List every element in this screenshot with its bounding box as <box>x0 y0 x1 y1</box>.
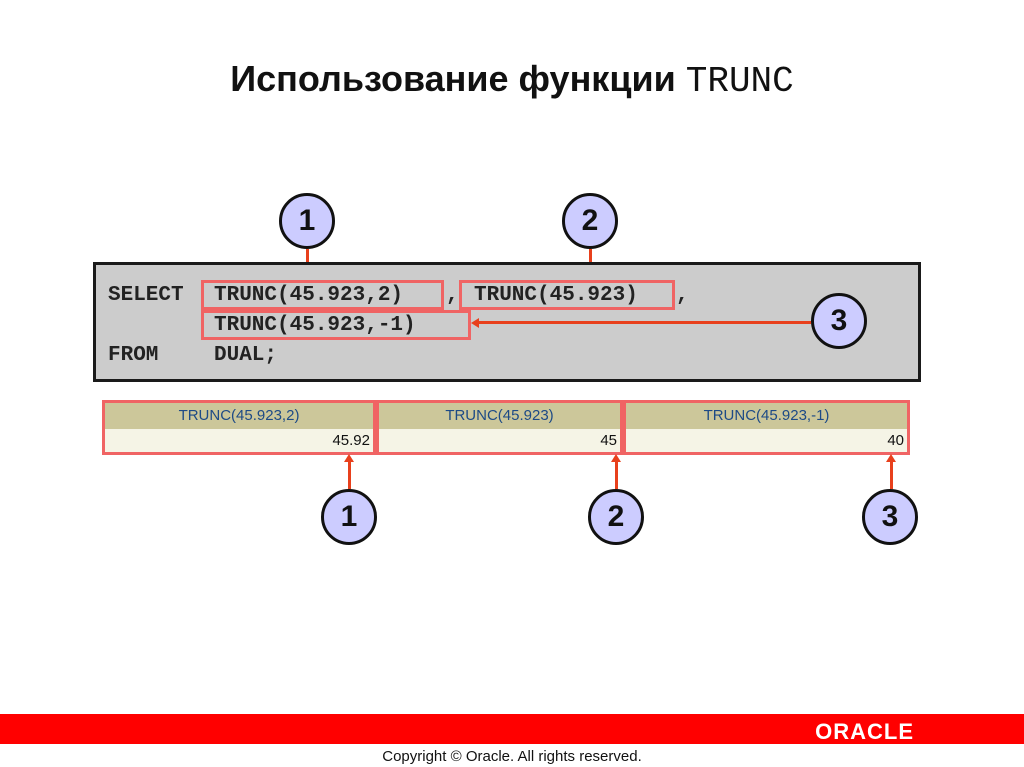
result-column: TRUNC(45.923) 45 <box>376 400 623 455</box>
column-header: TRUNC(45.923,-1) <box>626 403 907 429</box>
highlight-expr3 <box>201 310 471 340</box>
slide-title: Использование функции TRUNC <box>0 58 1024 102</box>
arrow-line <box>589 249 592 273</box>
keyword-from: FROM <box>108 344 159 367</box>
arrow-line <box>306 249 309 273</box>
arrow-line <box>348 461 351 489</box>
cell-value: 45 <box>600 432 617 449</box>
title-text: Использование функции <box>230 58 676 99</box>
oracle-logo: ORACLE <box>815 719 914 744</box>
highlight-expr2 <box>459 280 675 310</box>
column-header: TRUNC(45.923,2) <box>105 403 373 429</box>
callout-2-top: 2 <box>562 193 618 249</box>
arrow-head-icon <box>611 454 621 462</box>
callout-1-bottom: 1 <box>321 489 377 545</box>
expr-trunc-neg1: TRUNC(45.923,-1) <box>214 314 416 337</box>
table-name: DUAL; <box>214 344 278 367</box>
result-column: TRUNC(45.923,-1) 40 <box>623 400 910 455</box>
callout-3-bottom: 3 <box>862 489 918 545</box>
column-header: TRUNC(45.923) <box>379 403 620 429</box>
highlight-expr1 <box>201 280 444 310</box>
cell-value: 45.92 <box>332 432 370 449</box>
result-table: TRUNC(45.923,2) 45.92 TRUNC(45.923) 45 T… <box>102 400 910 455</box>
comma: , <box>676 284 689 307</box>
arrow-head-icon <box>886 454 896 462</box>
sql-code-block: SELECT TRUNC(45.923,2) , TRUNC(45.923) ,… <box>93 262 921 382</box>
keyword-select: SELECT <box>108 284 184 307</box>
footer-bar <box>0 714 1024 744</box>
callout-3-side: 3 <box>811 293 867 349</box>
result-column: TRUNC(45.923,2) 45.92 <box>102 400 376 455</box>
arrow-line <box>478 321 811 324</box>
copyright-text: Copyright © Oracle. All rights reserved. <box>382 748 642 765</box>
expr-trunc: TRUNC(45.923) <box>474 284 638 307</box>
arrow-line <box>615 461 618 489</box>
callout-2-bottom: 2 <box>588 489 644 545</box>
title-code: TRUNC <box>685 61 794 102</box>
arrow-head-icon <box>471 318 479 328</box>
expr-trunc-2: TRUNC(45.923,2) <box>214 284 404 307</box>
callout-1-top: 1 <box>279 193 335 249</box>
arrow-head-icon <box>344 454 354 462</box>
comma: , <box>446 284 459 307</box>
cell-value: 40 <box>887 432 904 449</box>
arrow-line <box>890 461 893 489</box>
